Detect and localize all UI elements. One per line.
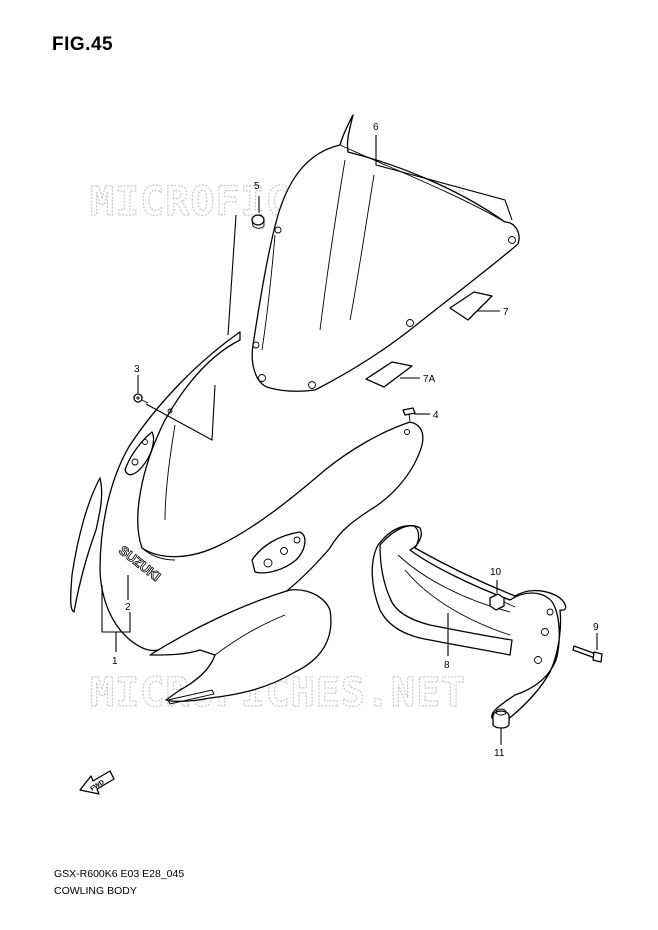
side-cowling-edge-part [70,477,103,613]
lower-cowling-part [149,589,332,705]
callout-5: 5 [254,181,260,192]
pad-part-7 [449,291,493,321]
callout-10: 10 [490,567,502,578]
leader-lines [101,135,598,745]
callout-9: 9 [593,622,599,633]
bolt-part-9 [572,645,603,663]
callout-2: 2 [125,602,131,613]
grommet-part-5 [251,214,265,229]
nut-part-10 [489,593,516,611]
screw-part-4 [402,407,416,422]
figure-caption: COWLING BODY [54,885,137,897]
callout-11: 11 [494,748,505,759]
callout-3: 3 [134,364,140,375]
callout-7a: 7A [423,374,436,385]
callout-1: 1 [112,656,118,667]
callout-8: 8 [444,660,450,671]
callout-7: 7 [503,307,509,318]
forward-arrow-icon: FWD [79,770,115,795]
callout-4: 4 [433,410,439,421]
figure-footer: GSX-R600K6 E03 E28_045 COWLING BODY [54,866,184,900]
figure-title: FIG.45 [52,34,114,55]
screw-part-3 [133,393,149,404]
model-code: GSX-R600K6 E03 E28_045 [54,868,185,880]
callout-6: 6 [373,122,379,133]
pad-part-7a [365,361,413,388]
windscreen-part [251,114,520,392]
grommet-part-11 [492,708,510,729]
